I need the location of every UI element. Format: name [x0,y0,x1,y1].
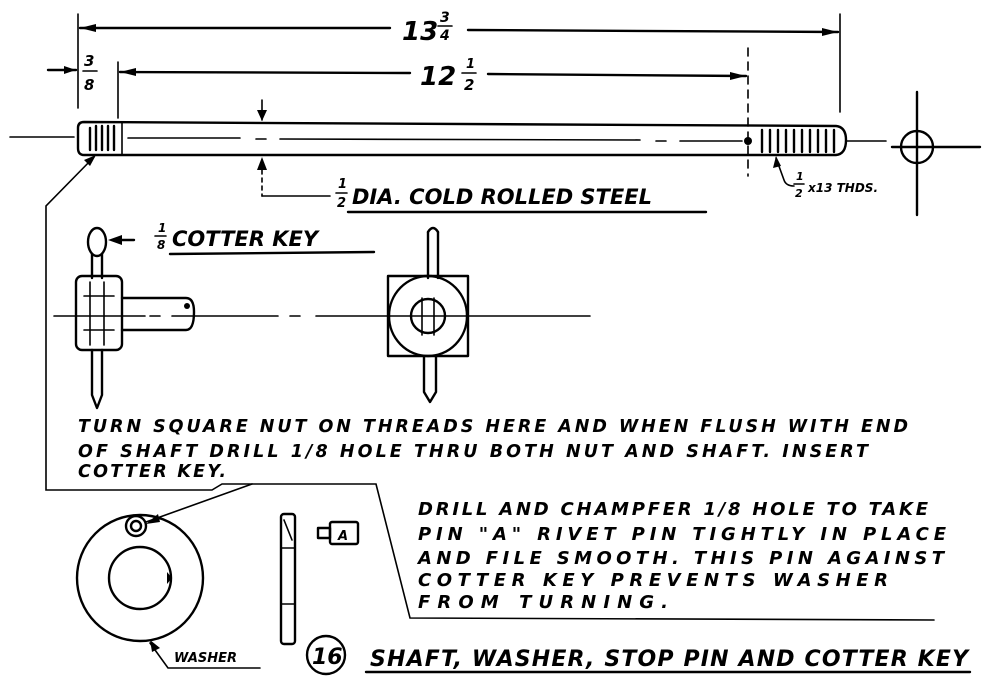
pin-note-line-1: DRILL AND CHAMPFER 1/8 HOLE TO TAKE [418,499,929,520]
material-label: DIA. COLD ROLLED STEEL [352,185,652,209]
pin-note-line-5: FROM TURNING. [418,592,668,613]
thread-label: 1 2 x13 THDS. [773,156,878,200]
figure-number: 16 [312,645,343,670]
overall-num: 3 [440,10,450,26]
inner-num: 1 [466,57,475,72]
washer: WASHER [75,483,261,669]
nut-note-line-3: COTTER KEY. [78,462,226,482]
overall-den: 4 [439,28,450,44]
nut-note-line-2: OF SHAFT DRILL 1/8 HOLE THRU BOTH NUT AN… [78,442,870,462]
shaft-threads [760,128,836,154]
cotter-key-label: 1 8 COTTER KEY [154,221,376,256]
svg-text:1: 1 [338,177,347,192]
cotter-key-text: COTTER KEY [172,227,320,251]
svg-text:2: 2 [795,187,803,200]
end-num: 3 [84,52,94,70]
shaft [9,99,887,197]
inner-whole: 12 [420,62,456,92]
nut-note: TURN SQUARE NUT ON THREADS HERE AND WHEN… [78,417,908,482]
washer-label: WASHER [174,651,237,666]
svg-text:1: 1 [796,170,804,183]
nut-note-line-1: TURN SQUARE NUT ON THREADS HERE AND WHEN… [78,417,908,437]
overall-whole: 13 [402,17,438,47]
pin-note-line-2: PIN "A" RIVET PIN TIGHTLY IN PLACE [418,524,947,545]
pin-note: DRILL AND CHAMPFER 1/8 HOLE TO TAKE PIN … [416,499,947,613]
square-nut-front-view [386,226,591,404]
washer-edge-view [279,512,297,646]
figure-title: 16 SHAFT, WASHER, STOP PIN AND COTTER KE… [305,634,972,676]
pin-note-line-4: COTTER KEY PREVENTS WASHER [418,570,888,591]
overall-dimension: 13 3 4 [77,10,841,113]
inner-den: 2 [464,76,474,94]
svg-text:8: 8 [157,238,165,252]
figure-title-text: SHAFT, WASHER, STOP PIN AND COTTER KEY [370,647,970,672]
pin-a-label: A [337,529,348,544]
inner-dimension: 12 1 2 [118,47,749,177]
shaft-end-view [890,90,982,217]
pin-note-line-3: AND FILE SMOOTH. THIS PIN AGAINST [416,548,946,569]
svg-text:2: 2 [337,196,346,211]
end-dimension: 3 8 [46,52,119,119]
thread-spec: x13 THDS. [807,181,878,195]
svg-text:1: 1 [158,221,166,235]
diameter-label: 1 2 DIA. COLD ROLLED STEEL [335,177,708,214]
end-den: 8 [84,76,94,94]
pin-a: A [316,520,360,546]
cotter-key-side-view [53,226,391,410]
